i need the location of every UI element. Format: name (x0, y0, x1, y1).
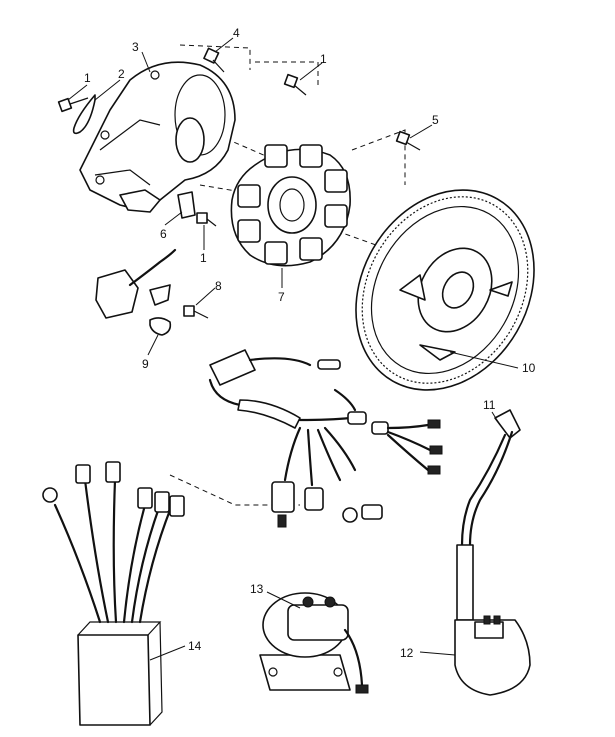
callout-14: 14 (188, 639, 202, 653)
callouts: 1 2 3 4 1 5 6 1 7 8 9 10 11 12 13 14 (84, 26, 536, 660)
callout-1c: 1 (200, 251, 207, 265)
voltage-regulator (42, 461, 185, 726)
bracket (177, 191, 196, 219)
leader-lines (67, 37, 519, 661)
callout-12: 12 (400, 646, 414, 660)
callout-2: 2 (118, 67, 125, 81)
callout-13: 13 (250, 582, 264, 596)
stator-coil (230, 144, 351, 267)
wire-clip (72, 94, 96, 135)
bolt-1-middle (196, 212, 217, 227)
ignition-coil (454, 409, 531, 696)
callout-9: 9 (142, 357, 149, 371)
callout-11: 11 (483, 398, 496, 412)
starter-solenoid (259, 592, 369, 694)
bolt-5 (395, 130, 421, 151)
callout-8: 8 (215, 279, 222, 293)
callout-1b: 1 (320, 52, 327, 66)
flywheel (355, 189, 535, 391)
callout-5: 5 (432, 113, 439, 127)
bolt-1-top (283, 73, 307, 96)
callout-1a: 1 (84, 71, 91, 85)
pulser-coil (95, 248, 177, 319)
wiring-harness (208, 349, 443, 528)
bolt-8 (183, 305, 209, 319)
bolt-4 (203, 47, 225, 73)
bolt-1-left (57, 97, 89, 113)
stator-plate (79, 61, 236, 213)
callout-3: 3 (132, 40, 139, 54)
callout-7: 7 (278, 290, 285, 304)
callout-6: 6 (160, 227, 167, 241)
callout-10: 10 (522, 361, 536, 375)
callout-4: 4 (233, 26, 240, 40)
clamp (149, 317, 172, 336)
